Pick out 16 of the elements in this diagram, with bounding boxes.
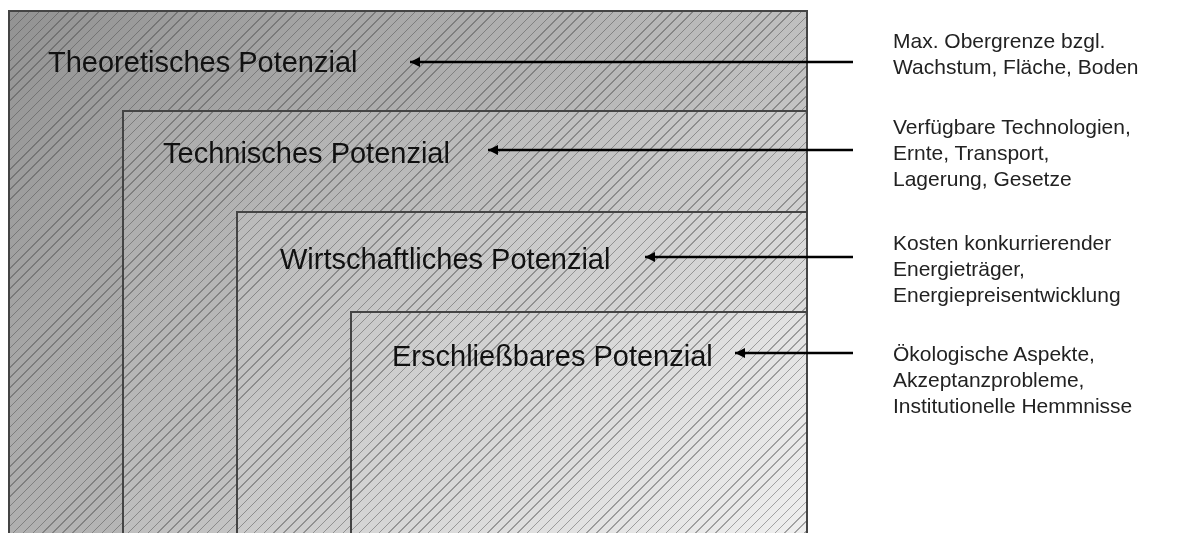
potential-box bbox=[122, 110, 808, 533]
arrow bbox=[488, 145, 853, 155]
arrow bbox=[645, 252, 853, 262]
box-title: Technisches Potenzial bbox=[163, 137, 450, 169]
potential-box bbox=[236, 211, 808, 533]
box-title: Theoretisches Potenzial bbox=[48, 46, 358, 78]
annotation-text: Kosten konkurrierender Energieträger, Energiepreisentwicklung bbox=[893, 230, 1178, 308]
annotation-text: Ökologische Aspekte, Akzeptanzprobleme, Institutionelle Hemmnisse bbox=[893, 341, 1178, 419]
arrow bbox=[410, 57, 853, 67]
arrow bbox=[735, 348, 853, 358]
potential-box bbox=[8, 10, 808, 533]
potential-box bbox=[350, 311, 808, 533]
annotation-text: Verfügbare Technologien, Ernte, Transport, Lagerung, Gesetze bbox=[893, 114, 1149, 192]
box-title: Wirtschaftliches Potenzial bbox=[280, 243, 611, 275]
box-title: Erschließbares Potenzial bbox=[392, 340, 713, 372]
annotation-text: Max. Obergrenze bzgl. Wachstum, Fläche, Boden bbox=[893, 28, 1183, 80]
